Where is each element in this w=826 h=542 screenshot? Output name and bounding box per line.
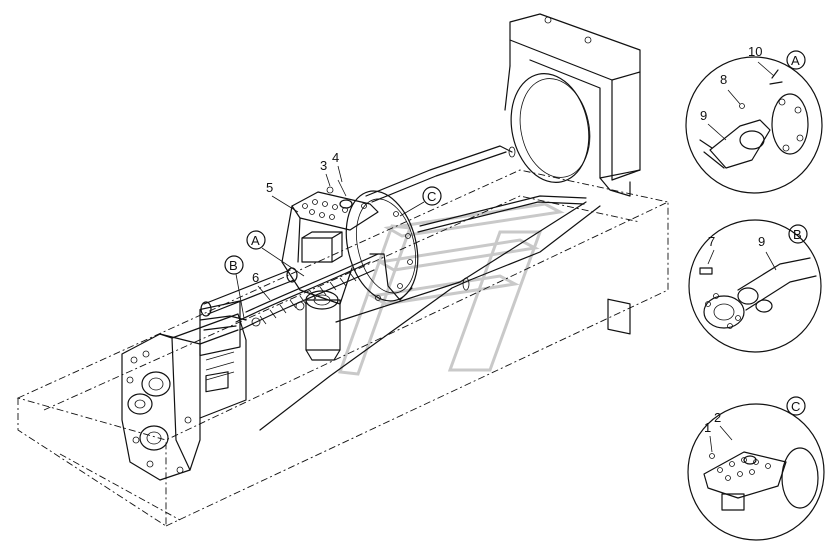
view-marker-b: B [224, 255, 245, 319]
callout-9-view-b: 9 [758, 234, 765, 249]
output-flange-lower [139, 425, 169, 451]
output-flange-middle [127, 393, 153, 415]
detail-marker-c-label: C [791, 399, 800, 414]
detail-view-a: 10 8 9 A [685, 44, 823, 194]
callout-4: 4 [332, 150, 339, 165]
detail-marker-b-label: B [793, 227, 802, 242]
main-callouts: 3 4 5 6 A B C [224, 150, 442, 319]
callout-6: 6 [252, 270, 259, 285]
callout-7: 7 [708, 234, 715, 249]
transmission-assembly [121, 300, 247, 481]
callout-9-view-a: 9 [700, 108, 707, 123]
transmission-bolt-pattern [126, 350, 192, 474]
svg-text:A: A [251, 233, 260, 248]
callout-2: 2 [714, 410, 721, 425]
detail-marker-b [788, 224, 808, 244]
callout-3: 3 [320, 158, 327, 173]
view-marker-c: C [399, 186, 442, 217]
drive-shaft [200, 267, 298, 317]
detail-view-b: 7 9 B [688, 219, 822, 353]
callout-10: 10 [748, 44, 762, 59]
svg-text:C: C [427, 189, 436, 204]
charge-pump [305, 290, 341, 361]
detail-view-c: 1 2 C [687, 396, 825, 541]
output-flange-upper [141, 371, 171, 397]
converter-bolt-pattern [302, 199, 413, 301]
detail-marker-a [786, 50, 806, 70]
base-frame [16, 169, 670, 527]
callout-1: 1 [704, 420, 711, 435]
cooler-lines [259, 145, 601, 431]
view-marker-a: A [246, 230, 305, 277]
detail-marker-a-label: A [791, 53, 800, 68]
callout-5: 5 [266, 180, 273, 195]
callout-8: 8 [720, 72, 727, 87]
radiator-assembly [504, 13, 641, 335]
hydraulic-hoses [199, 253, 413, 331]
detail-marker-c [786, 396, 806, 416]
svg-text:B: B [229, 258, 238, 273]
converter-housing [281, 190, 419, 305]
